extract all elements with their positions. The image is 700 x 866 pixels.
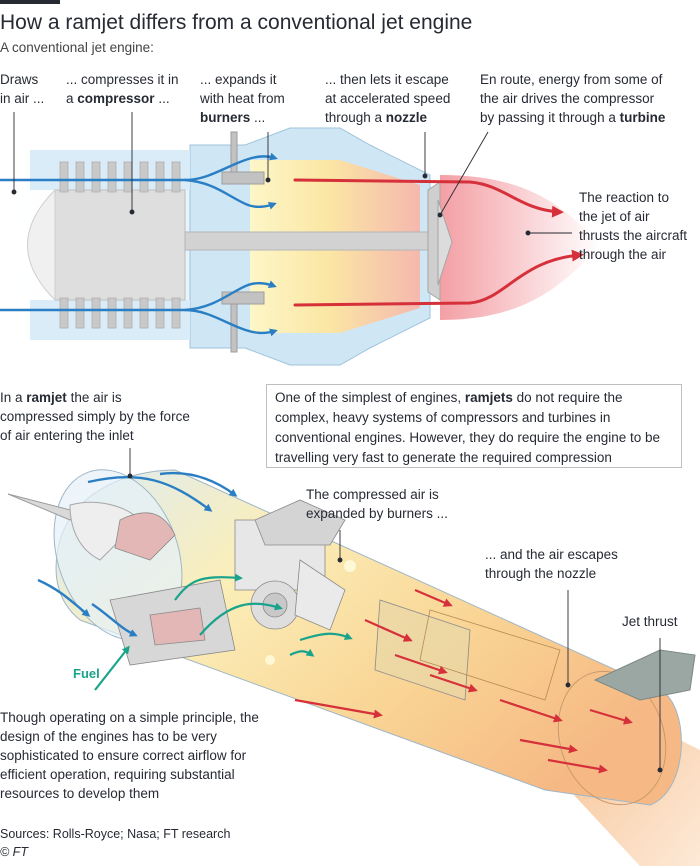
- fuel-arrows: [94, 573, 353, 691]
- page-subtitle: A conventional jet engine:: [0, 40, 154, 55]
- ramjet-diagram: [7, 448, 700, 866]
- compressor-blades: [59, 161, 181, 329]
- label-ramjet-intro: In a ramjet the air is compressed simply…: [0, 390, 190, 443]
- burner-injectors: [221, 131, 265, 353]
- label-reaction: The reaction to the jet of air thrusts t…: [579, 190, 688, 262]
- label-turbine: En route, energy from some of the air dr…: [480, 72, 666, 125]
- conventional-leader-lines: [11, 112, 572, 236]
- header-rule: [0, 0, 60, 4]
- ramjet-internals: [109, 499, 561, 701]
- exhaust-arrows: [294, 588, 633, 774]
- ramjet-info-box: One of the simplest of engines, ramjets …: [266, 384, 682, 468]
- conventional-engine-diagram: [0, 112, 600, 366]
- airflow-arrows: [0, 152, 584, 337]
- label-burners: ... expands it with heat from burners ..…: [200, 72, 285, 125]
- label-air-escapes: ... and the air escapes through the nozz…: [485, 547, 618, 581]
- label-nozzle: ... then lets it escape at accelerated s…: [325, 72, 451, 125]
- label-draws-air: Draws in air ...: [0, 72, 45, 106]
- credit-note: © FT: [0, 845, 28, 859]
- label-compressor: ... compresses it in a compressor ...: [66, 72, 179, 106]
- label-operating-principle: Though operating on a simple principle, …: [0, 710, 259, 801]
- sources-note: Sources: Rolls-Royce; Nasa; FT research: [0, 827, 231, 841]
- label-jet-thrust: Jet thrust: [622, 614, 678, 629]
- page-title: How a ramjet differs from a conventional…: [0, 11, 473, 34]
- intake-arrows: [37, 472, 238, 637]
- label-fuel: Fuel: [73, 666, 100, 681]
- label-compressed-air: The compressed air is expanded by burner…: [306, 487, 448, 521]
- ramjet-leader-lines: [127, 448, 663, 773]
